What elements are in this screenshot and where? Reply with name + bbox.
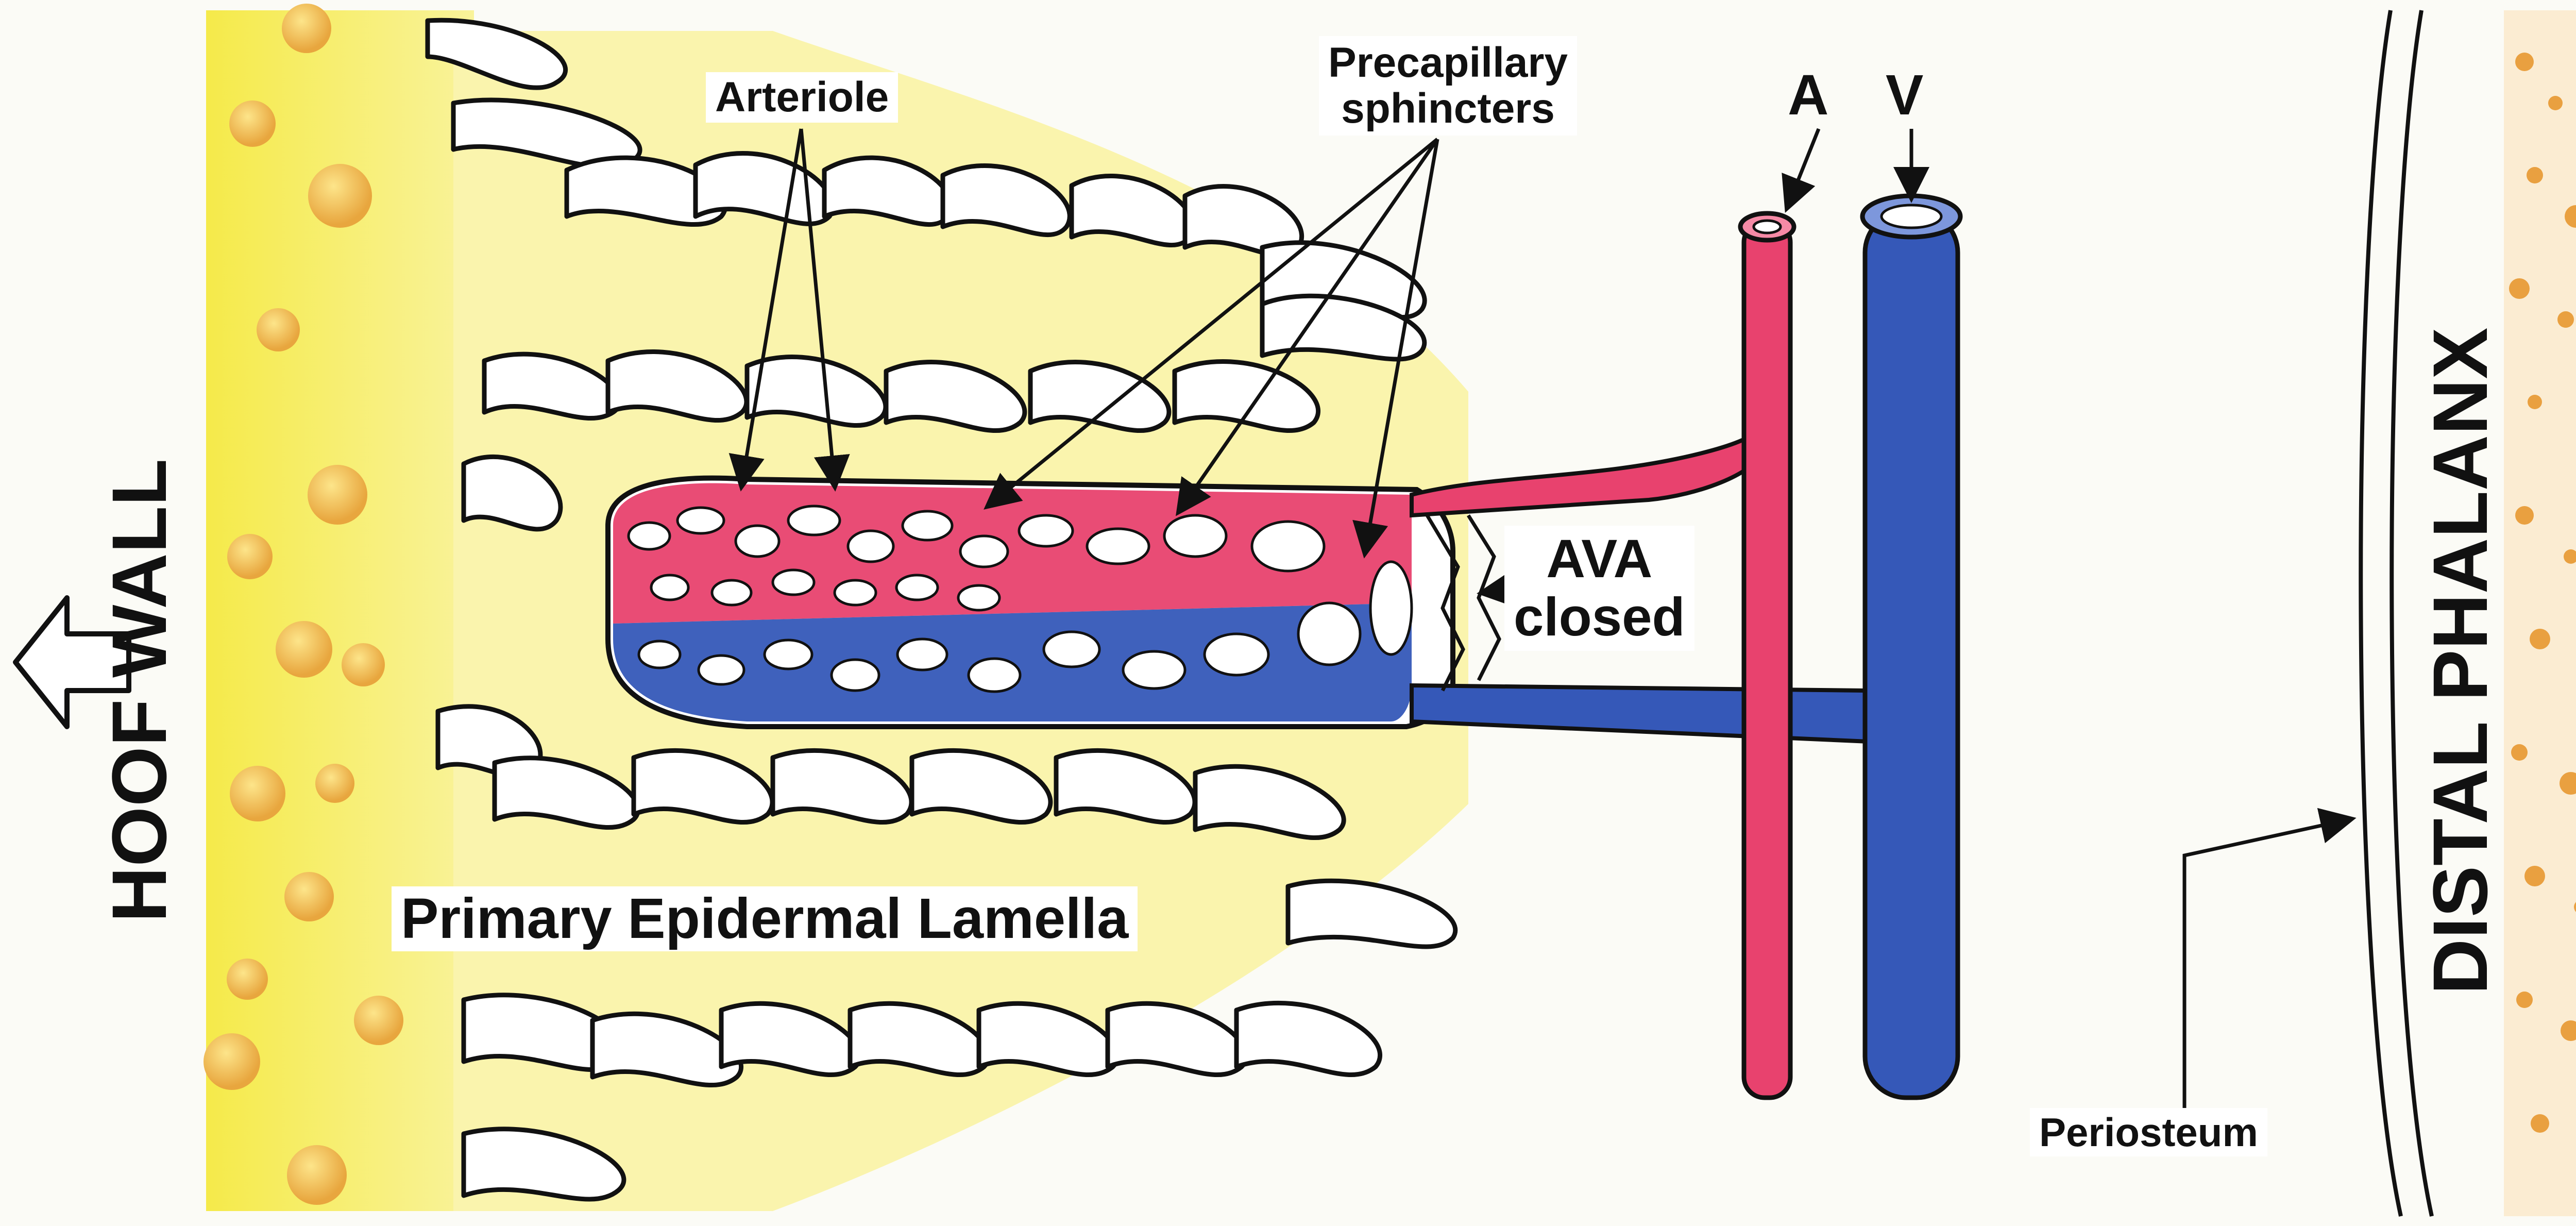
hoof-wall-label: HOOF WALL <box>100 459 178 922</box>
periosteum-label: Periosteum <box>2030 1108 2267 1156</box>
vein-lumen <box>1882 205 1941 228</box>
distal-phalanx-label: DISTAL PHALANX <box>2421 328 2499 995</box>
vein-vessel <box>1865 211 1958 1098</box>
ava-closed-shunt-2 <box>1468 515 1499 680</box>
artery-label: A <box>1788 67 1828 124</box>
artery-vessel <box>1744 222 1790 1098</box>
vein-label: V <box>1886 67 1923 124</box>
periosteum-line-outer <box>2361 10 2401 1216</box>
arteriole-label: Arteriole <box>706 72 898 123</box>
venous-branch <box>1412 685 1880 742</box>
ava-closed-label: AVA closed <box>1504 526 1694 651</box>
artery-lumen <box>1754 221 1781 233</box>
primary-epidermal-lamella-label: Primary Epidermal Lamella <box>392 886 1138 951</box>
precapillary-sphincters-label: Precapillary sphincters <box>1319 36 1577 136</box>
